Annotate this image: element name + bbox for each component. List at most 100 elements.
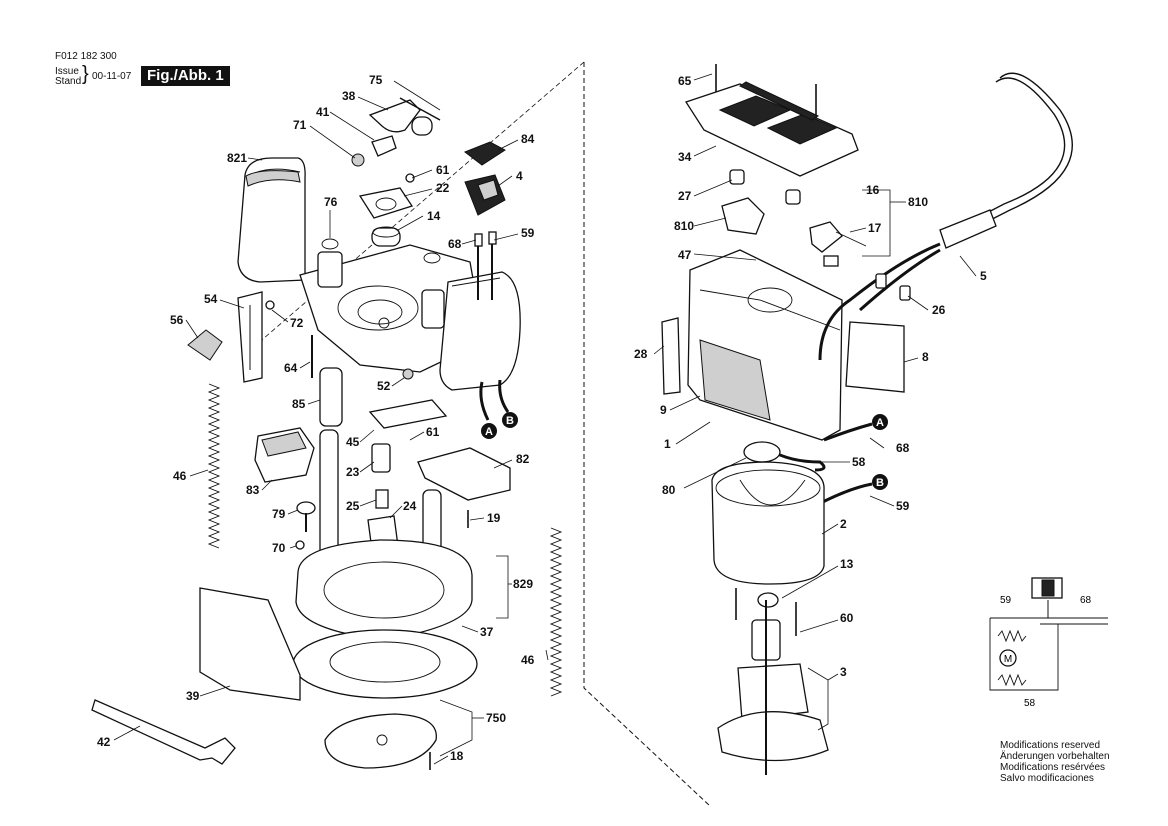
- motor-housing-base: [299, 244, 476, 373]
- label-79: 79: [272, 507, 286, 521]
- spindle-lock: [367, 399, 448, 551]
- router-base: [295, 539, 473, 641]
- label-16: 16: [866, 183, 880, 197]
- label-27: 27: [678, 189, 692, 203]
- label-22: 22: [436, 181, 450, 195]
- label-42: 42: [97, 735, 111, 749]
- chip-guard: [199, 587, 301, 701]
- connector-a-left: A: [481, 423, 497, 439]
- motor-symbol: M: [1004, 654, 1012, 665]
- schematic-label-59: 59: [1000, 595, 1012, 606]
- feet: [729, 169, 801, 205]
- label-56: 56: [170, 313, 184, 327]
- label-750: 750: [486, 711, 506, 725]
- armature: [717, 600, 829, 775]
- label-24: 24: [403, 499, 417, 513]
- top-cover: [685, 64, 859, 177]
- document-number: F012 182 300: [55, 51, 117, 62]
- label-75: 75: [369, 73, 383, 87]
- note-fr: Modifications resérvées: [1000, 762, 1106, 773]
- label-19: 19: [487, 511, 501, 525]
- terminals-26: [875, 273, 911, 301]
- part-labels: 75 38 41 71 821 84 61 22 4 76 14 68 59 5…: [97, 73, 1092, 763]
- issue-label: Issue: [55, 66, 79, 77]
- svg-text:A: A: [876, 417, 884, 429]
- svg-text:B: B: [506, 415, 514, 427]
- label-strips: [661, 317, 905, 395]
- sub-base: [324, 713, 437, 770]
- label-1: 1: [664, 437, 671, 451]
- label-72: 72: [290, 316, 304, 330]
- connector-a-right: A: [872, 414, 888, 430]
- issue-date: 00-11-07: [92, 71, 132, 82]
- label-9: 9: [660, 403, 667, 417]
- bearing-plate: [358, 173, 415, 247]
- label-58: 58: [852, 455, 866, 469]
- spring-left: [207, 383, 221, 549]
- label-34: 34: [678, 150, 692, 164]
- label-25: 25: [346, 499, 360, 513]
- leader-lines: [113, 73, 977, 765]
- label-810-left: 810: [674, 219, 694, 233]
- power-cord: [818, 72, 1074, 361]
- label-68-right: 68: [896, 441, 910, 455]
- brace: }: [82, 63, 89, 85]
- label-829: 829: [513, 577, 533, 591]
- label-28: 28: [634, 347, 648, 361]
- switch-part: [463, 141, 506, 216]
- note-en: Modifications reserved: [1000, 740, 1101, 751]
- switch-block: [254, 427, 315, 483]
- label-64: 64: [284, 361, 298, 375]
- label-80: 80: [662, 483, 676, 497]
- label-65: 65: [678, 74, 692, 88]
- label-71: 71: [293, 118, 307, 132]
- motor-housing: [687, 249, 843, 441]
- modifications-notes: Modifications reserved Änderungen vorbeh…: [1000, 740, 1110, 784]
- label-23: 23: [346, 465, 360, 479]
- label-84: 84: [521, 132, 535, 146]
- ring-and-terminals: [321, 231, 497, 300]
- wiring-schematic: [989, 577, 1108, 691]
- label-45: 45: [346, 435, 360, 449]
- label-810-right: 810: [908, 195, 928, 209]
- label-46-left: 46: [173, 469, 187, 483]
- label-85: 85: [292, 397, 306, 411]
- label-26: 26: [932, 303, 946, 317]
- label-59-right: 59: [896, 499, 910, 513]
- label-70: 70: [272, 541, 286, 555]
- label-68: 68: [448, 237, 462, 251]
- depth-scale: [187, 291, 275, 383]
- column-parts: [311, 335, 414, 427]
- schematic-label-58: 58: [1024, 698, 1036, 709]
- label-13: 13: [840, 557, 854, 571]
- bearing-13: [735, 588, 797, 636]
- label-821: 821: [227, 151, 247, 165]
- stand-label: Stand: [55, 76, 82, 87]
- spring-right: [549, 527, 563, 697]
- svg-text:A: A: [485, 426, 493, 438]
- stator: [711, 441, 825, 585]
- label-41: 41: [316, 105, 330, 119]
- label-3: 3: [840, 665, 847, 679]
- label-39: 39: [186, 689, 200, 703]
- cover-plate: [417, 447, 511, 501]
- switch-housing: [439, 271, 521, 391]
- label-2: 2: [840, 517, 847, 531]
- label-18: 18: [450, 749, 464, 763]
- label-83: 83: [246, 483, 260, 497]
- label-14: 14: [427, 209, 441, 223]
- svg-text:B: B: [876, 477, 884, 489]
- connector-b-left: B: [502, 412, 518, 428]
- connector-b-right: B: [872, 474, 888, 490]
- schematic-label-68: 68: [1080, 595, 1092, 606]
- label-59: 59: [521, 226, 535, 240]
- brush-holders: [721, 197, 867, 267]
- label-46-right: 46: [521, 653, 535, 667]
- note-es: Salvo modificaciones: [1000, 773, 1094, 784]
- label-61-top: 61: [436, 163, 450, 177]
- label-60: 60: [840, 611, 854, 625]
- label-4: 4: [516, 169, 523, 183]
- label-82: 82: [516, 452, 530, 466]
- note-de: Änderungen vorbehalten: [1000, 751, 1110, 762]
- handle-part: [237, 157, 306, 283]
